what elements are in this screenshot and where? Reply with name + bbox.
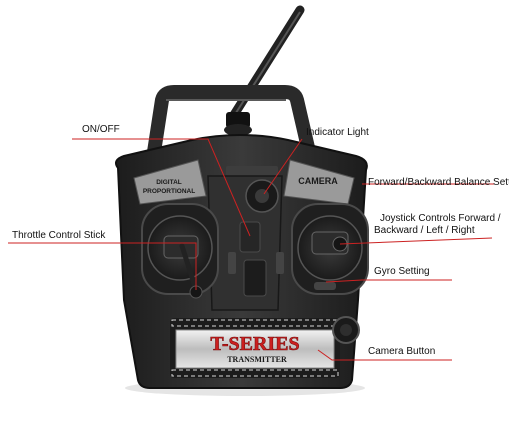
callout-line-on-off (72, 138, 251, 237)
on-off-switch[interactable] (239, 221, 261, 253)
throttle-stick[interactable] (179, 243, 203, 299)
label-indicator-light: Indicator Light (306, 127, 369, 138)
callout-line-throttle (8, 242, 197, 290)
label-camera-button: Camera Button (368, 346, 436, 357)
top-badge (226, 166, 278, 176)
label-throttle-stick: Throttle Control Stick (12, 230, 106, 241)
label-on-off: ON/OFF (82, 124, 120, 135)
label-gyro-setting: Gyro Setting (374, 266, 430, 277)
indicator-light (255, 189, 269, 203)
center-slider[interactable] (243, 259, 267, 297)
carry-handle (145, 85, 319, 167)
right-gimbal (291, 203, 369, 295)
device-text-camera: CAMERA (298, 176, 338, 186)
callout-lines (8, 138, 494, 361)
left-trim-tab[interactable] (228, 252, 236, 274)
gyro-setting-knob[interactable] (314, 282, 336, 290)
antenna (224, 5, 305, 136)
callout-line-camera (317, 349, 452, 361)
label-forward-backward-balance: Forward/Backward Balance Setting (368, 177, 509, 188)
device-brand: T-SERIES (210, 333, 299, 355)
label-joystick-line1: Joystick Controls Forward / (380, 213, 501, 224)
left-gimbal (141, 203, 219, 295)
top-left-trim (133, 159, 207, 205)
device-text-digital: DIGITAL (156, 179, 182, 186)
callout-line-gyro (325, 279, 452, 283)
right-trim-tab[interactable] (276, 252, 284, 274)
callout-line-joystick (339, 237, 493, 245)
camera-button-center (340, 324, 352, 336)
device-model: TRANSMITTER (227, 355, 287, 364)
lower-panel (170, 318, 340, 378)
device-text-proportional: PROPORTIONAL (143, 188, 195, 195)
label-joystick-line2: Backward / Left / Right (374, 225, 475, 236)
callout-line-indicator (263, 138, 303, 195)
